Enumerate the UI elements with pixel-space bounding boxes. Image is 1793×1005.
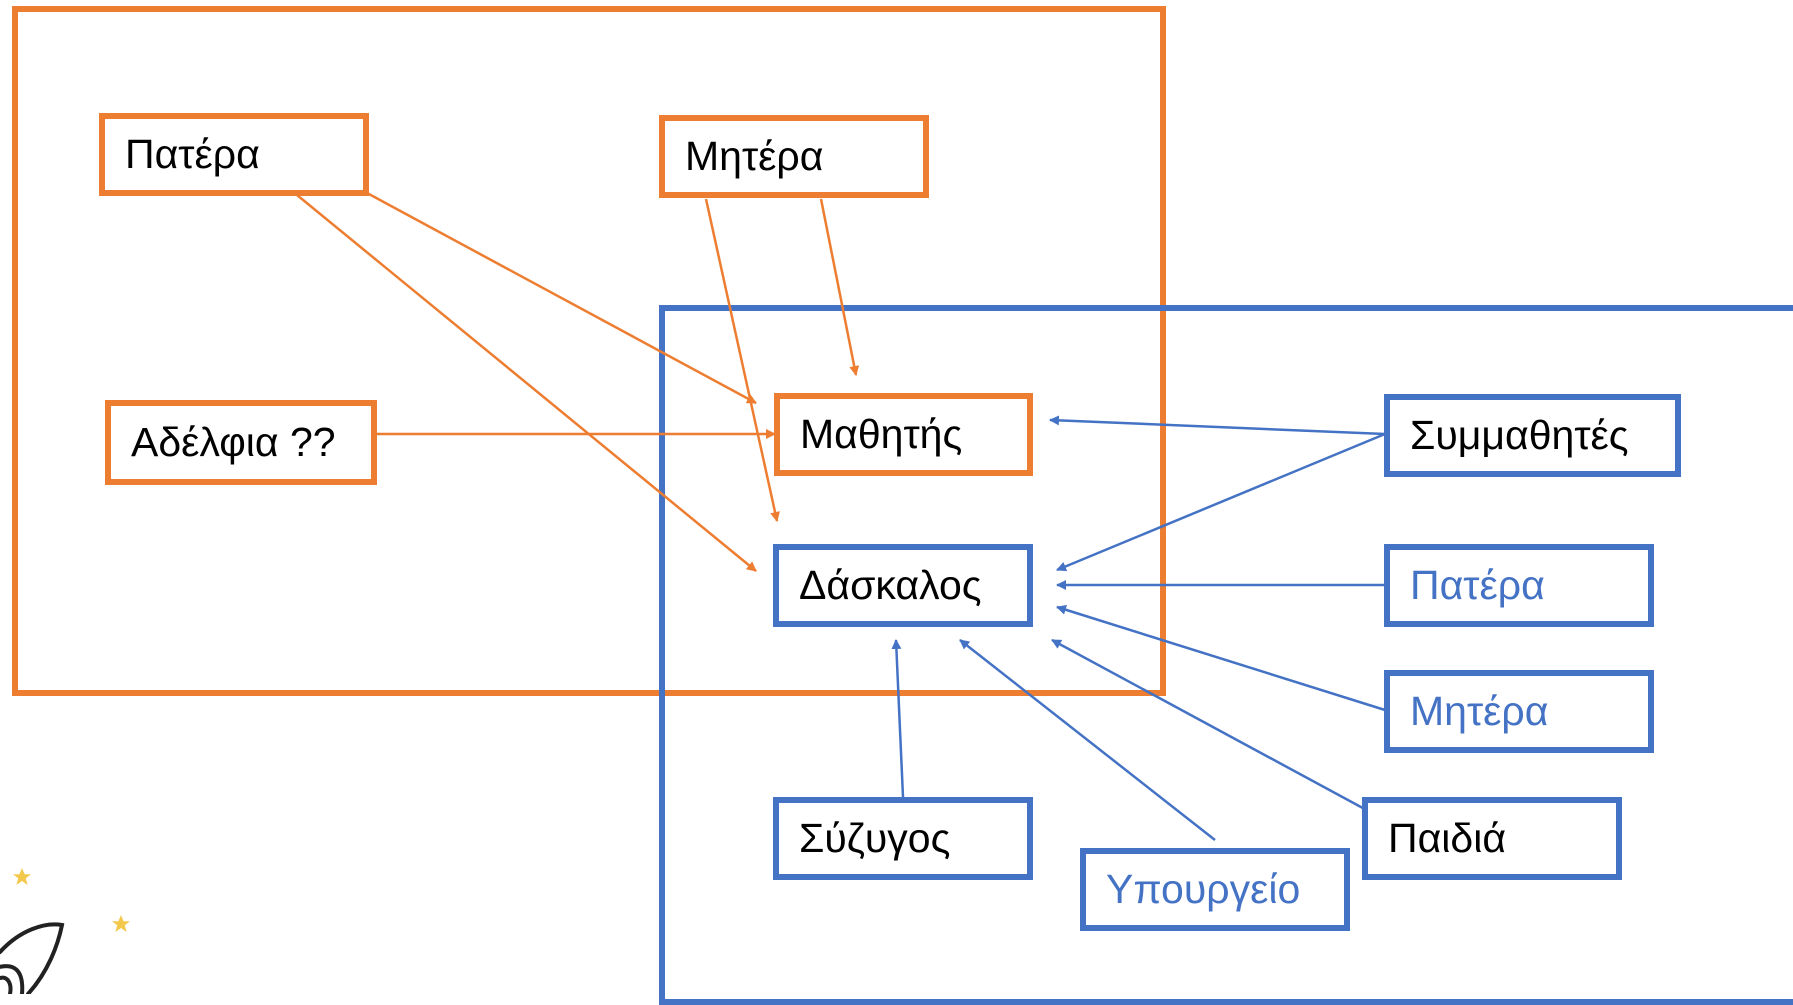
node-mathitis-label: Μαθητής — [800, 411, 963, 457]
node-syzygos: Σύζυγος — [773, 797, 1033, 880]
node-daskalos-label: Δάσκαλος — [799, 562, 982, 608]
node-ypourgeio-label: Υπουργείο — [1106, 866, 1301, 912]
node-syzygos-label: Σύζυγος — [799, 815, 951, 861]
rocket-icon — [0, 922, 65, 994]
node-paidia-label: Παιδιά — [1388, 815, 1507, 861]
node-patera-family-label: Πατέρα — [125, 131, 260, 177]
node-adelfia: Αδέλφια ?? — [105, 400, 377, 485]
node-paidia: Παιδιά — [1362, 797, 1622, 880]
family-region — [12, 6, 1166, 696]
node-patera-family: Πατέρα — [99, 113, 369, 196]
node-symmathites: Συμμαθητές — [1384, 394, 1681, 477]
node-mathitis: Μαθητής — [774, 393, 1033, 476]
node-daskalos: Δάσκαλος — [773, 544, 1033, 627]
node-symmathites-label: Συμμαθητές — [1410, 412, 1629, 458]
node-mitera-school-label: Μητέρα — [1410, 688, 1549, 734]
node-mitera-school: Μητέρα — [1384, 670, 1654, 753]
node-patera-school-label: Πατέρα — [1410, 562, 1545, 608]
star-icon — [13, 868, 31, 885]
node-ypourgeio: Υπουργείο — [1080, 848, 1350, 931]
node-mitera-family-label: Μητέρα — [685, 133, 824, 179]
node-patera-school: Πατέρα — [1384, 544, 1654, 627]
node-adelfia-label: Αδέλφια ?? — [131, 419, 336, 465]
node-mitera-family: Μητέρα — [659, 115, 929, 198]
star-icon — [112, 915, 130, 932]
